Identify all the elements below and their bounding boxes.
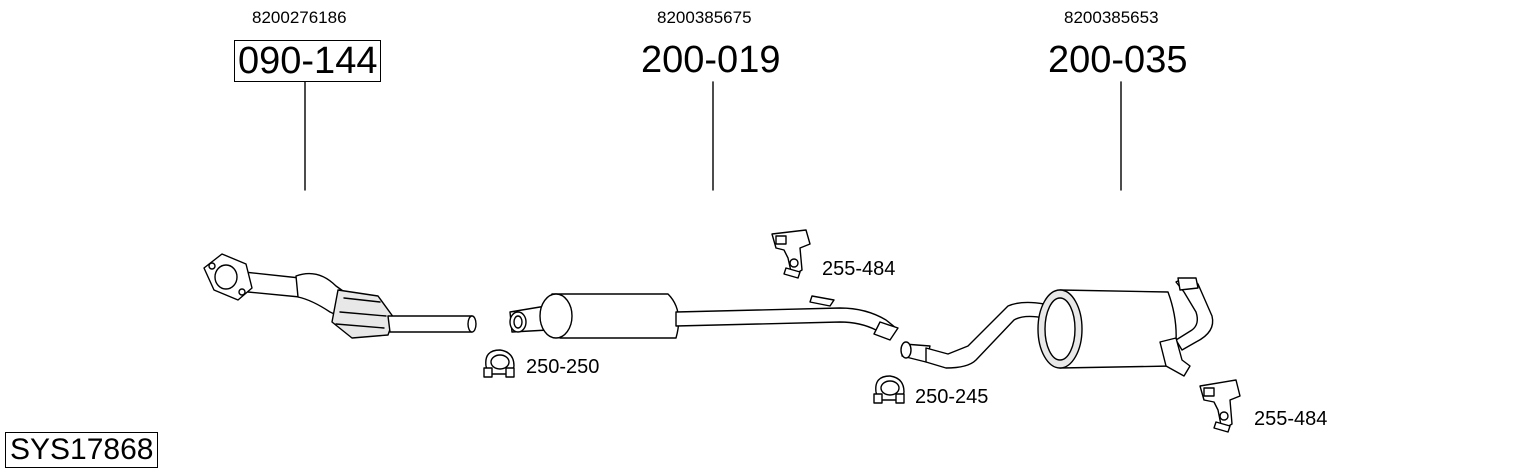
catalytic-converter-icon bbox=[203, 253, 477, 339]
accessory-label-clamp-2[interactable]: 250-245 bbox=[915, 386, 989, 408]
oem-number-rear-silencer: 8200385653 bbox=[1064, 8, 1159, 27]
system-code: SYS17868 bbox=[5, 432, 159, 468]
pipe-clamp-icon bbox=[873, 375, 905, 404]
accessory-label-clamp-1[interactable]: 250-250 bbox=[526, 356, 600, 378]
part-number-200-035[interactable]: 200-035 bbox=[1048, 39, 1188, 81]
oem-number-middle-silencer: 8200385675 bbox=[657, 8, 752, 27]
accessory-label-hanger-1[interactable]: 255-484 bbox=[822, 258, 896, 280]
rubber-hanger-icon bbox=[771, 229, 811, 279]
accessory-label-hanger-2[interactable]: 255-484 bbox=[1254, 408, 1328, 430]
part-number-200-019[interactable]: 200-019 bbox=[641, 39, 781, 81]
rear-silencer-icon bbox=[900, 277, 1214, 377]
pipe-clamp-icon bbox=[483, 349, 515, 378]
part-number-090-144[interactable]: 090-144 bbox=[234, 40, 382, 82]
oem-number-catalytic: 8200276186 bbox=[252, 8, 347, 27]
rubber-hanger-icon bbox=[1199, 379, 1241, 433]
middle-silencer-icon bbox=[509, 293, 899, 341]
